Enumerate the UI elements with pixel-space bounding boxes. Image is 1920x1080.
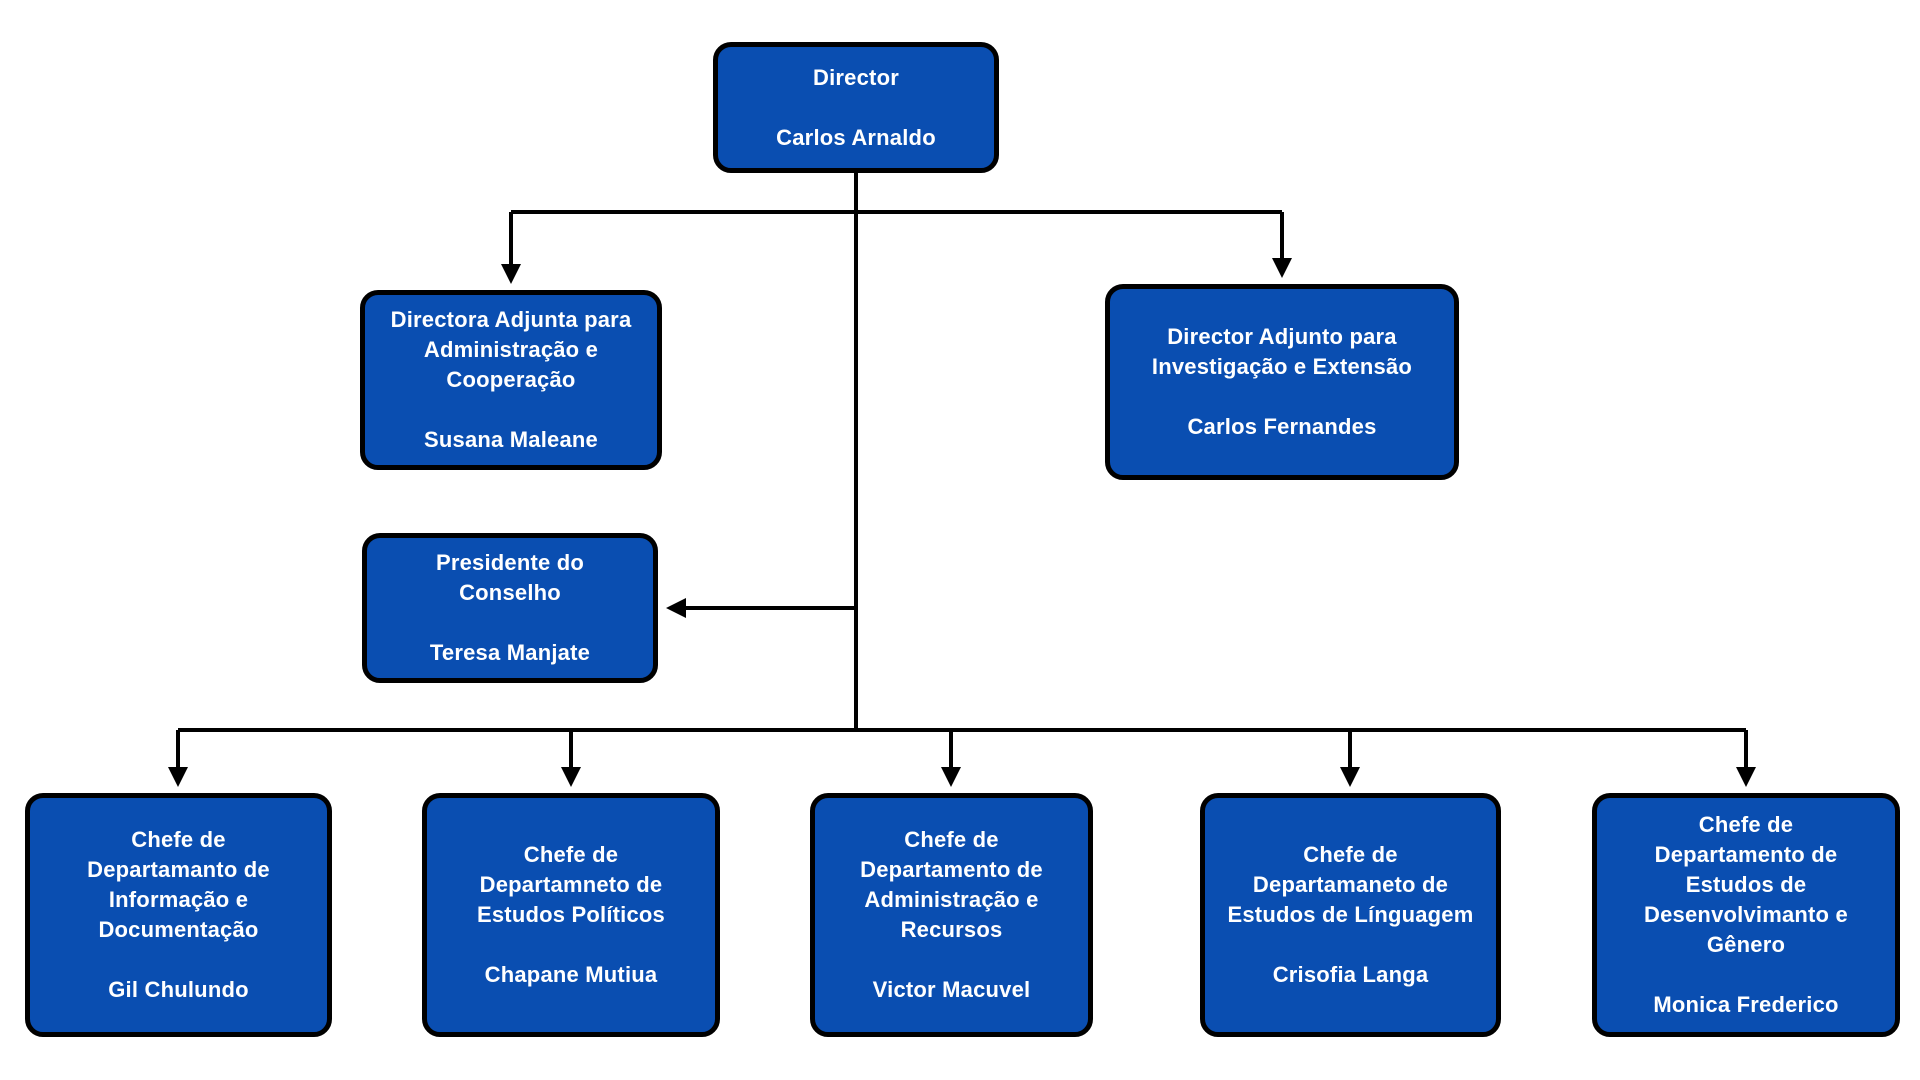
node-title: Chefe de Departamaneto de Estudos de Lín… — [1227, 842, 1474, 927]
node-title: Director — [813, 64, 899, 90]
org-node-presidente-conselho: Presidente do Conselho Teresa Manjate — [362, 533, 658, 683]
node-title: Chefe de Departamneto de Estudos Polític… — [477, 842, 665, 927]
node-person-name: Gil Chulundo — [108, 977, 249, 1002]
node-person-name: Chapane Mutiua — [484, 962, 658, 987]
node-person-name: Monica Frederico — [1653, 992, 1839, 1017]
node-person-name: Carlos Fernandes — [1187, 414, 1377, 439]
org-node-dept-linguagem: Chefe de Departamaneto de Estudos de Lín… — [1200, 793, 1501, 1037]
org-node-dept-informacao: Chefe de Departamanto de Informação e Do… — [25, 793, 332, 1037]
org-node-directora-adjunta: Directora Adjunta para Administração e C… — [360, 290, 662, 470]
node-person-name: Crisofia Langa — [1272, 962, 1429, 987]
node-title: Chefe de Departamento de Administração e… — [860, 827, 1043, 942]
node-title: Chefe de Departamento de Estudos de Dese… — [1644, 812, 1848, 957]
node-title: Presidente do Conselho — [435, 550, 585, 605]
node-title: Director Adjunto para Investigação e Ext… — [1151, 324, 1413, 379]
org-node-dept-politicos: Chefe de Departamneto de Estudos Polític… — [422, 793, 720, 1037]
node-person-name: Carlos Arnaldo — [776, 124, 936, 150]
org-node-director-adjunto: Director Adjunto para Investigação e Ext… — [1105, 284, 1459, 480]
node-person-name: Susana Maleane — [424, 427, 598, 452]
node-title: Directora Adjunta para Administração e C… — [390, 307, 632, 392]
org-node-dept-administracao: Chefe de Departamento de Administração e… — [810, 793, 1093, 1037]
org-node-director: Director Carlos Arnaldo — [713, 42, 999, 173]
node-person-name: Victor Macuvel — [872, 977, 1031, 1002]
node-title: Chefe de Departamanto de Informação e Do… — [87, 827, 270, 942]
node-person-name: Teresa Manjate — [429, 640, 591, 665]
org-node-dept-genero: Chefe de Departamento de Estudos de Dese… — [1592, 793, 1900, 1037]
